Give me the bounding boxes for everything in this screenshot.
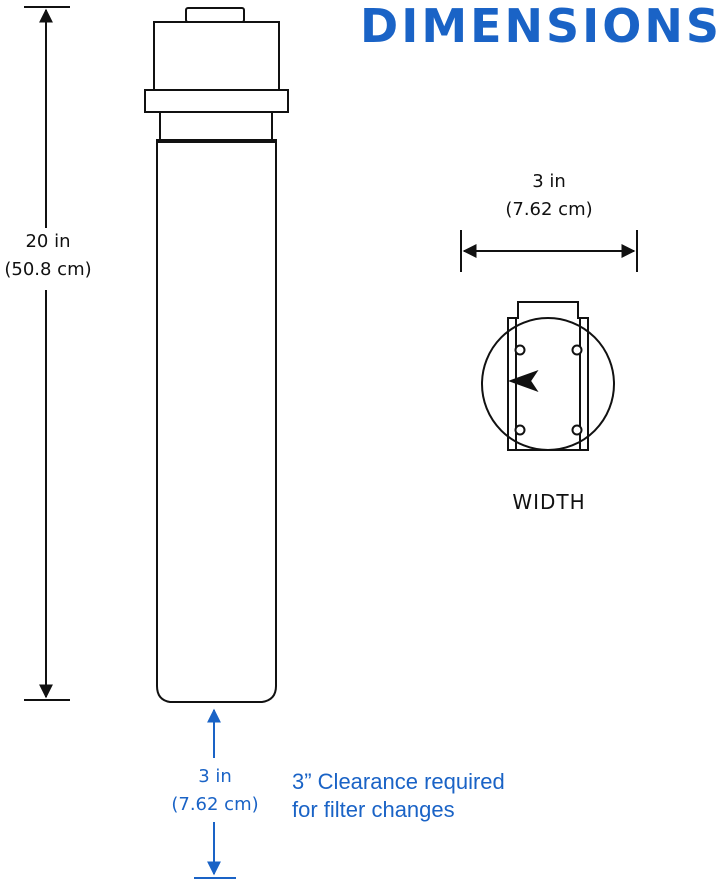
width-label: 3 in (7.62 cm) [490,168,608,224]
page-title: DIMENSIONS [360,0,722,53]
filter-head-circle [481,317,615,451]
clearance-note-line1: 3” Clearance required [292,769,505,794]
width-caption: WIDTH [512,490,586,514]
screw-hole-top-left [514,344,526,356]
cartridge-cap-knob [185,7,245,23]
screw-hole-top-right [571,344,583,356]
clearance-dimension [194,708,236,879]
filter-cartridge [144,7,289,703]
clearance-metric: (7.62 cm) [171,794,259,815]
flow-direction-arrow-icon [508,370,539,392]
clearance-note-line2: for filter changes [292,797,455,822]
filter-top-view [481,301,615,451]
width-imperial: 3 in [532,171,566,192]
clearance-imperial: 3 in [198,766,232,787]
height-metric: (50.8 cm) [4,259,92,280]
clearance-note: 3” Clearance required for filter changes [292,768,505,824]
screw-hole-bottom-left [514,424,526,436]
screw-hole-bottom-right [571,424,583,436]
height-label: 20 in (50.8 cm) [2,228,94,284]
cartridge-neck [159,111,273,141]
height-dimension [24,6,70,701]
cartridge-body [156,139,277,703]
width-dimension [460,230,638,272]
cartridge-collar [144,89,289,113]
clearance-label: 3 in (7.62 cm) [160,763,270,819]
cartridge-cap [153,21,280,91]
mounting-bracket [507,301,589,451]
height-imperial: 20 in [25,231,71,252]
width-metric: (7.62 cm) [505,199,593,220]
